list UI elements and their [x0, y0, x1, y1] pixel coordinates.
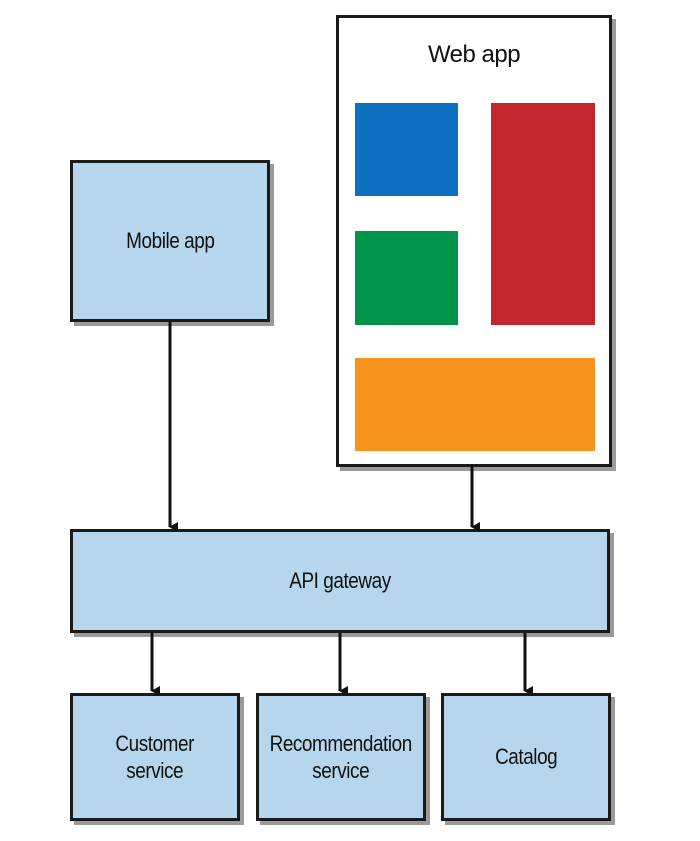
mobile-app-box: Mobile app [70, 160, 270, 322]
web-app-box: Web app [336, 15, 612, 467]
web-app-tile-blue [355, 103, 458, 196]
web-app-label: Web app [427, 41, 521, 68]
catalog-label: Catalog [494, 744, 558, 770]
web-app-tile-red [491, 103, 595, 325]
api-gateway-box: API gateway [70, 529, 610, 633]
web-app-tile-orange [355, 358, 595, 451]
customer-service-label: Customer service [115, 730, 195, 784]
recommendation-service-label: Recommendation service [269, 730, 413, 784]
web-app-tile-green [355, 231, 458, 325]
recommendation-service-box: Recommendation service [256, 693, 426, 821]
api-gateway-label: API gateway [289, 568, 391, 594]
mobile-app-label: Mobile app [125, 228, 215, 254]
customer-service-box: Customer service [70, 693, 240, 821]
